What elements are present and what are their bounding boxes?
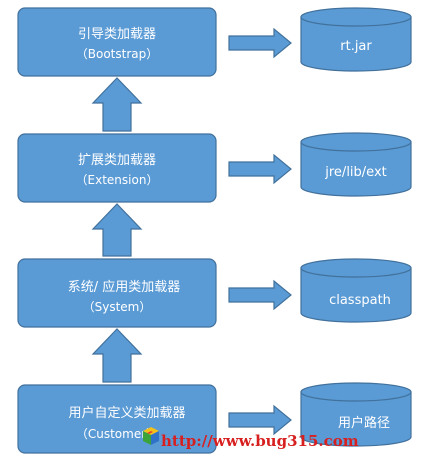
loader-name-bootstrap: 引导类加载器 xyxy=(78,27,156,42)
loader-sub-system: （System） xyxy=(83,300,152,314)
cylinder-rt-jar: rt.jar xyxy=(300,7,412,72)
loader-sub-extension: （Extension） xyxy=(76,173,159,187)
right-arrow-bootstrap xyxy=(228,27,292,59)
cylinder-jre-lib-ext: jre/lib/ext xyxy=(300,132,412,197)
loader-sub-bootstrap: （Bootstrap） xyxy=(76,47,158,61)
path-label-user-path: 用户路径 xyxy=(338,415,390,431)
loader-box-customer: 用户自定义类加载器 （Customer） xyxy=(17,384,217,454)
right-arrow-system xyxy=(228,279,292,311)
watermark-text: http://www.bug315.com xyxy=(161,432,359,450)
path-label-classpath: classpath xyxy=(329,293,391,308)
cylinder-classpath: classpath xyxy=(300,258,412,323)
right-arrow-customer xyxy=(228,404,292,436)
right-arrow-extension xyxy=(228,153,292,185)
loader-box-extension: 扩展类加载器 （Extension） xyxy=(17,133,217,203)
up-arrow-ext-to-bootstrap xyxy=(91,77,143,132)
path-label-jre-lib-ext: jre/lib/ext xyxy=(324,165,386,180)
up-arrow-system-to-ext xyxy=(91,203,143,257)
loader-box-bootstrap: 引导类加载器 （Bootstrap） xyxy=(17,7,217,77)
loader-name-customer: 用户自定义类加载器 xyxy=(68,405,185,421)
watermark: http://www.bug315.com xyxy=(143,427,359,450)
loader-sub-customer: （Customer） xyxy=(76,427,158,441)
multicolor-cube-icon xyxy=(143,427,159,445)
loader-name-system: 系统/ 应用类加载器 xyxy=(68,279,181,295)
loader-name-extension: 扩展类加载器 xyxy=(78,153,156,168)
path-label-rt-jar: rt.jar xyxy=(340,39,372,54)
up-arrow-customer-to-system xyxy=(91,328,143,383)
loader-box-system: 系统/ 应用类加载器 （System） xyxy=(17,258,217,328)
cylinder-user-path: 用户路径 xyxy=(300,382,412,447)
